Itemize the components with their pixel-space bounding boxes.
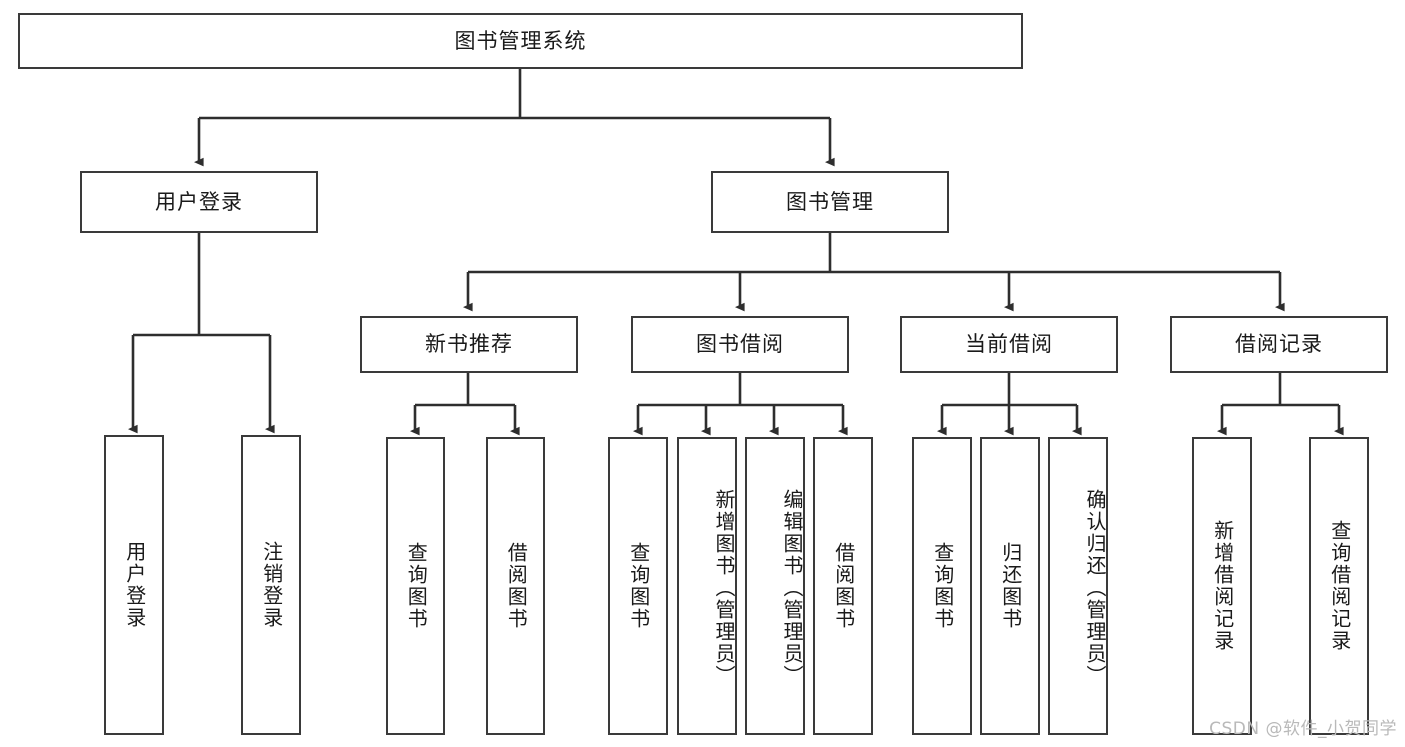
node-label: 查询借阅记录 <box>1327 520 1352 652</box>
node-label: 图书借阅 <box>696 332 784 357</box>
node-label: 用户登录 <box>155 189 243 214</box>
node-label: 确认归还（管理员） <box>1083 489 1107 687</box>
node-label: 用户登录 <box>122 541 147 629</box>
node-current-borrow[interactable]: 当前借阅 <box>900 316 1118 373</box>
node-borrow-record[interactable]: 借阅记录 <box>1170 316 1388 373</box>
leaf-recommend-query-book[interactable]: 查询图书 <box>386 437 445 735</box>
node-label: 当前借阅 <box>965 332 1053 357</box>
node-label: 新增借阅记录 <box>1210 520 1235 652</box>
node-root-system[interactable]: 图书管理系统 <box>18 13 1023 69</box>
node-book-management[interactable]: 图书管理 <box>711 171 949 233</box>
node-label: 查询图书 <box>930 542 955 630</box>
node-label: 借阅图书 <box>831 542 856 630</box>
node-label: 新书推荐 <box>425 332 513 357</box>
node-book-borrow[interactable]: 图书借阅 <box>631 316 849 373</box>
leaf-borrow-add-book-admin[interactable]: 新增图书（管理员） <box>677 437 737 735</box>
leaf-current-confirm-return-admin[interactable]: 确认归还（管理员） <box>1048 437 1108 735</box>
leaf-record-add-record[interactable]: 新增借阅记录 <box>1192 437 1252 735</box>
node-label: 查询图书 <box>404 542 429 630</box>
node-label: 查询图书 <box>626 542 651 630</box>
leaf-current-return-book[interactable]: 归还图书 <box>980 437 1040 735</box>
leaf-user-login-login[interactable]: 用户登录 <box>104 435 164 735</box>
node-label: 借阅图书 <box>504 542 529 630</box>
leaf-current-query-book[interactable]: 查询图书 <box>912 437 972 735</box>
node-label: 注销登录 <box>259 541 284 629</box>
node-label: 图书管理系统 <box>454 28 587 53</box>
leaf-borrow-borrow-book[interactable]: 借阅图书 <box>813 437 873 735</box>
leaf-user-login-logout[interactable]: 注销登录 <box>241 435 301 735</box>
leaf-recommend-borrow-book[interactable]: 借阅图书 <box>486 437 545 735</box>
node-new-book-recommend[interactable]: 新书推荐 <box>360 316 578 373</box>
node-label: 归还图书 <box>998 542 1023 630</box>
leaf-record-query-record[interactable]: 查询借阅记录 <box>1309 437 1369 735</box>
node-label: 图书管理 <box>786 189 874 214</box>
node-label: 借阅记录 <box>1235 332 1323 357</box>
node-user-login[interactable]: 用户登录 <box>80 171 318 233</box>
leaf-borrow-query-book[interactable]: 查询图书 <box>608 437 668 735</box>
leaf-borrow-edit-book-admin[interactable]: 编辑图书（管理员） <box>745 437 805 735</box>
node-label: 编辑图书（管理员） <box>780 489 804 687</box>
node-label: 新增图书（管理员） <box>712 489 736 687</box>
